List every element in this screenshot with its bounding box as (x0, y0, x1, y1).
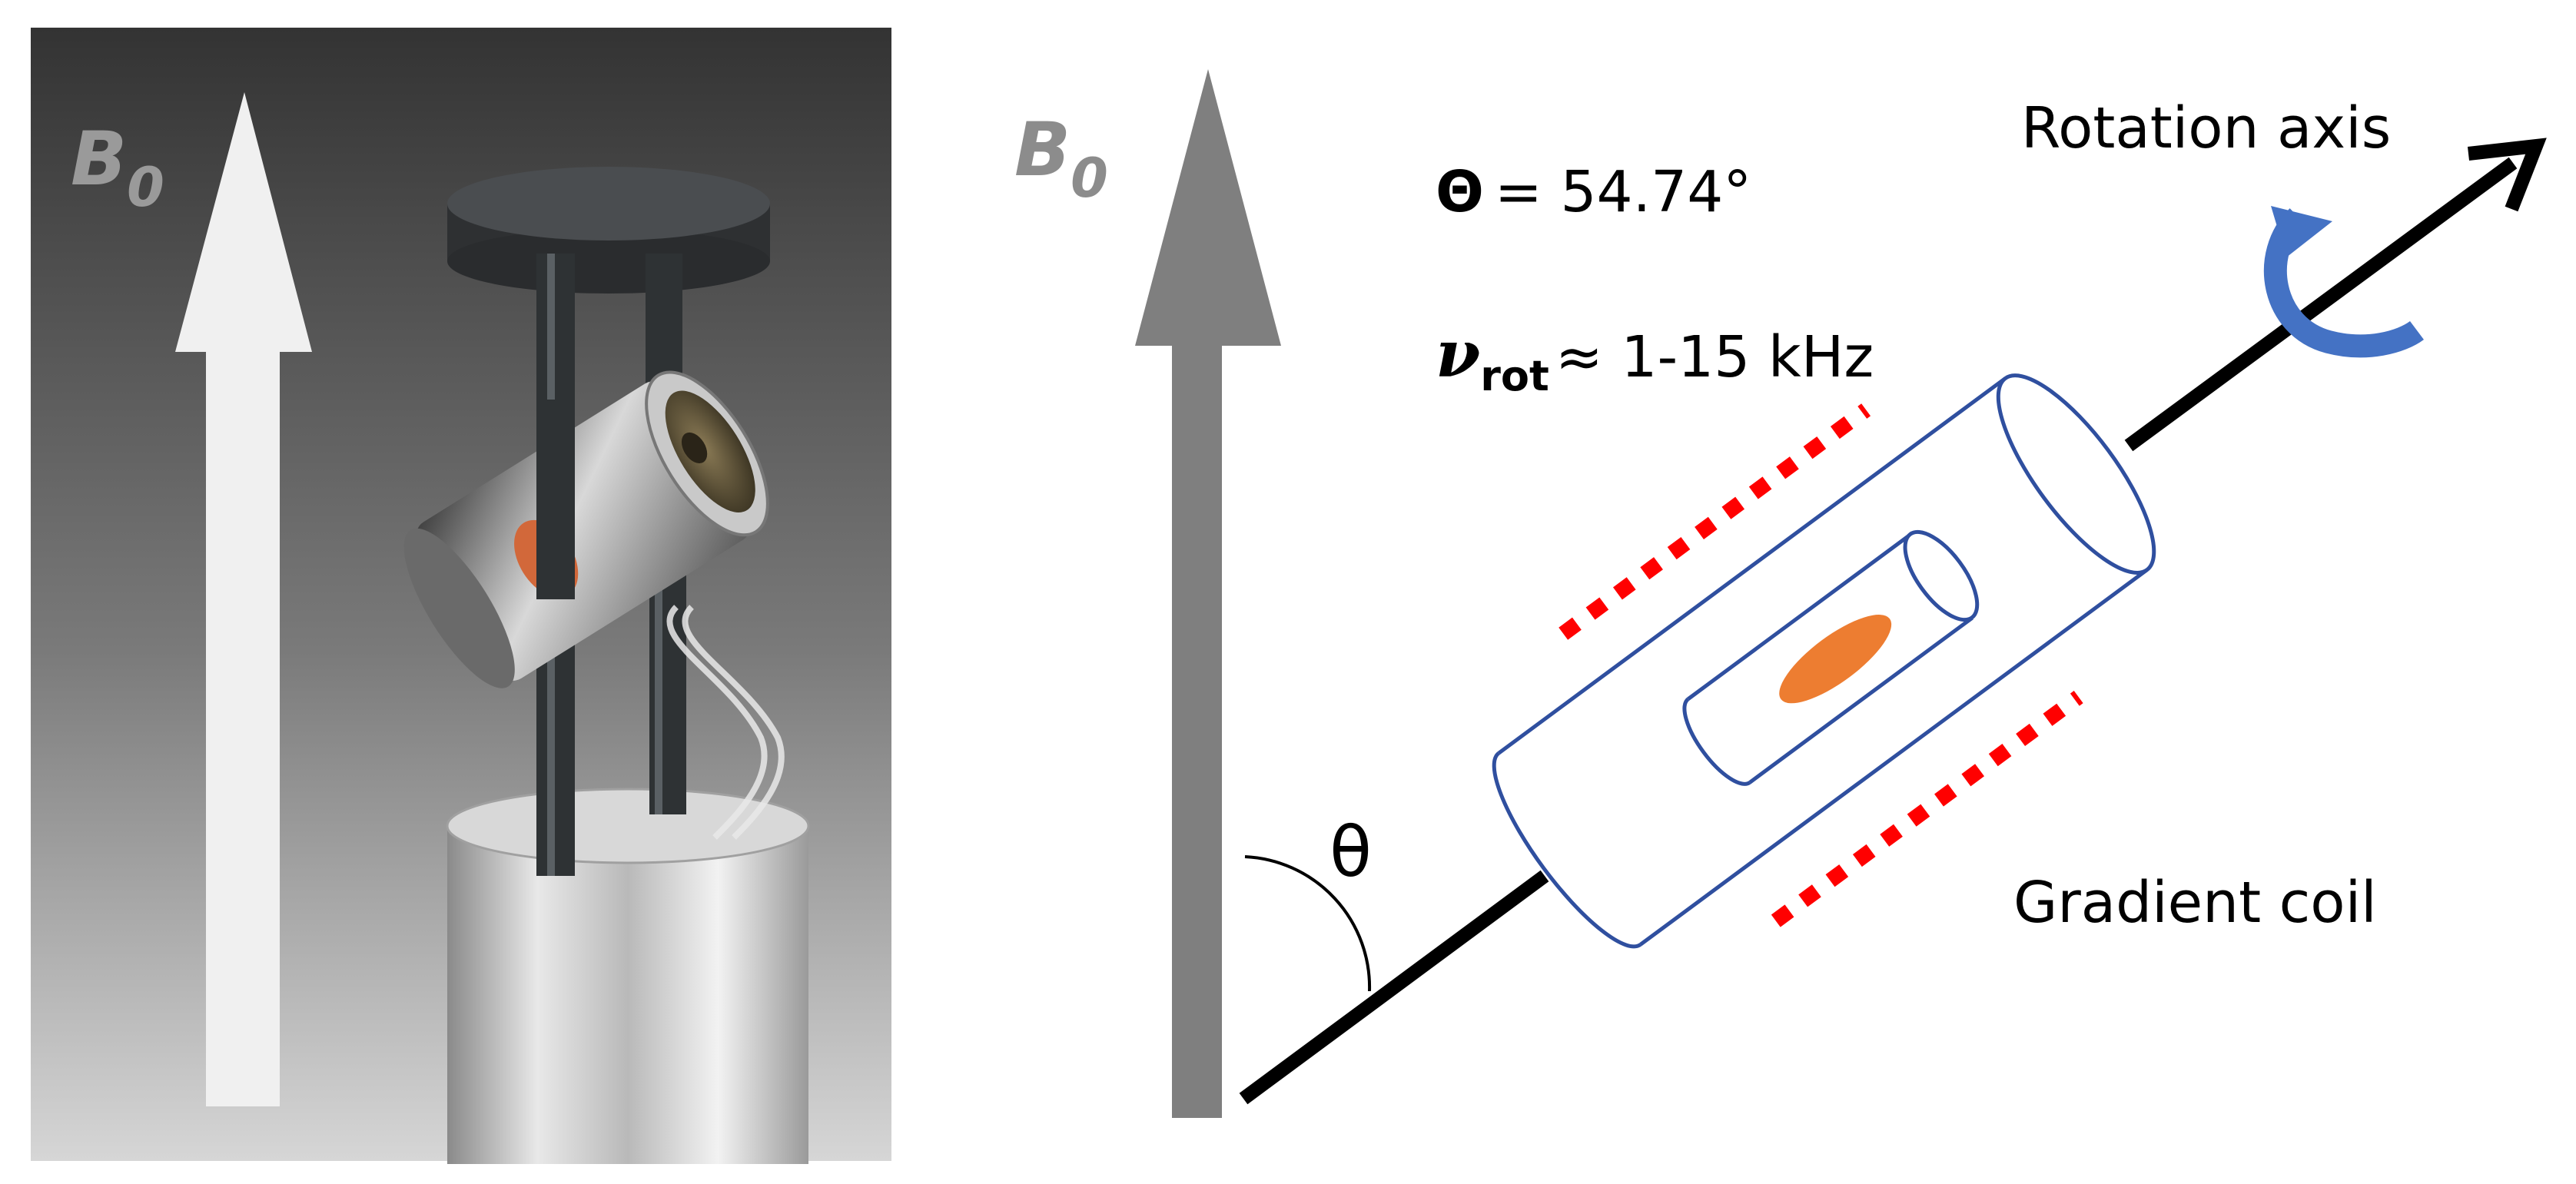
magic-angle-label: Θ= 54.74° (1436, 159, 1751, 225)
rotation-axis-arrowhead (2467, 138, 2547, 212)
rotation-axis-label: Rotation axis (2021, 95, 2391, 161)
b0-arrow-right (1135, 69, 1281, 1118)
probe-top-disk (447, 167, 770, 294)
b0-arrow-left (175, 92, 312, 1106)
probe-rendering: B0 (31, 28, 891, 1164)
rotor-schematic (1492, 373, 2156, 949)
angle-theta-label: θ (1329, 812, 1372, 893)
b0-label-right: B0 (1014, 107, 1108, 210)
rotation-direction-icon (2263, 206, 2424, 358)
gradient-coil-label: Gradient coil (2013, 870, 2377, 936)
gradient-coil-upper (1559, 403, 1871, 640)
rotation-axis-line-upper (2124, 157, 2518, 452)
front-post (536, 400, 575, 599)
angle-arc (1244, 855, 1372, 992)
probe-base (446, 788, 810, 1164)
spin-rate-label: νrot≈ 1-15 kHz (1436, 316, 1874, 400)
rotation-axis-line (1239, 870, 1549, 1105)
b0-label-left: B0 (71, 116, 164, 219)
gradient-coil-lower (1771, 691, 2083, 927)
sample-tube (1687, 532, 1973, 784)
probe-capillaries (666, 605, 785, 840)
mas-schematic: B0 Θ= 54.74° νrot≈ 1-15 kHz Rotation axi… (1014, 69, 2547, 1118)
rotor-outer (1497, 376, 2149, 947)
sample-ellipse (1779, 615, 1892, 704)
